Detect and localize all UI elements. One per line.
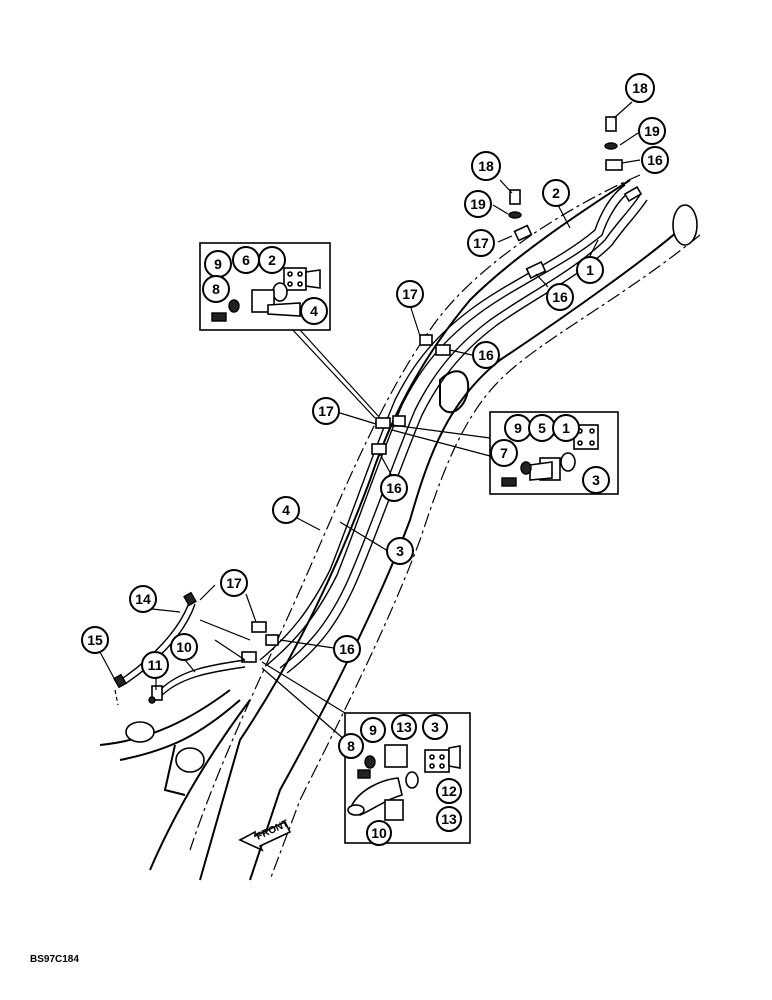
callout-2: 2	[258, 246, 286, 274]
svg-text:14: 14	[135, 591, 151, 607]
svg-text:4: 4	[310, 303, 318, 319]
callout-1: 1	[552, 414, 580, 442]
svg-text:13: 13	[441, 811, 457, 827]
svg-text:15: 15	[87, 632, 103, 648]
callout-17: 17	[220, 569, 248, 597]
svg-text:10: 10	[176, 639, 192, 655]
callout-4: 4	[300, 297, 328, 325]
lower-hoses	[113, 584, 251, 706]
callout-19: 19	[464, 190, 492, 218]
callout-8: 8	[338, 733, 364, 759]
callout-7: 7	[490, 439, 518, 467]
callout-2: 2	[542, 179, 570, 207]
svg-text:9: 9	[214, 256, 222, 272]
svg-text:8: 8	[212, 281, 220, 297]
svg-text:12: 12	[441, 783, 457, 799]
svg-text:1: 1	[586, 262, 594, 278]
callout-1: 1	[576, 256, 604, 284]
svg-text:16: 16	[552, 289, 568, 305]
svg-text:17: 17	[318, 403, 334, 419]
svg-text:5: 5	[538, 420, 546, 436]
svg-text:8: 8	[347, 738, 355, 754]
svg-text:18: 18	[478, 158, 494, 174]
svg-text:3: 3	[396, 543, 404, 559]
callout-16: 16	[380, 474, 408, 502]
callout-19: 19	[638, 117, 666, 145]
callout-13: 13	[391, 714, 417, 740]
svg-text:9: 9	[514, 420, 522, 436]
svg-text:2: 2	[268, 252, 276, 268]
svg-text:17: 17	[226, 575, 242, 591]
svg-text:16: 16	[339, 641, 355, 657]
svg-text:3: 3	[592, 472, 600, 488]
callout-3: 3	[582, 466, 610, 494]
callout-12: 12	[436, 778, 462, 804]
callout-10: 10	[366, 820, 392, 846]
callout-9: 9	[204, 250, 232, 278]
callout-16: 16	[546, 283, 574, 311]
callout-18: 18	[625, 73, 655, 103]
svg-text:11: 11	[148, 657, 163, 673]
callout-4: 4	[272, 496, 300, 524]
callout-16: 16	[641, 146, 669, 174]
callout-16: 16	[333, 635, 361, 663]
svg-text:1: 1	[562, 420, 570, 436]
callout-3: 3	[422, 714, 448, 740]
top-bolts	[508, 116, 618, 219]
svg-text:9: 9	[369, 722, 377, 738]
callout-9: 9	[504, 414, 532, 442]
tube-clamps	[241, 159, 643, 663]
svg-text:19: 19	[644, 123, 660, 139]
hydraulic-tubes	[259, 184, 648, 674]
callout-9: 9	[360, 717, 386, 743]
svg-text:16: 16	[386, 480, 402, 496]
svg-text:7: 7	[500, 445, 508, 461]
svg-text:18: 18	[632, 80, 648, 96]
boom-structure	[99, 174, 701, 881]
drawing-code: BS97C184	[30, 954, 79, 965]
callout-17: 17	[396, 280, 424, 308]
callout-14: 14	[129, 585, 157, 613]
svg-text:16: 16	[647, 152, 663, 168]
svg-text:13: 13	[396, 719, 412, 735]
svg-text:4: 4	[282, 502, 290, 518]
callout-17: 17	[312, 397, 340, 425]
callout-3: 3	[386, 537, 414, 565]
callout-6: 6	[232, 246, 260, 274]
callout-5: 5	[528, 414, 556, 442]
svg-text:2: 2	[552, 185, 560, 201]
svg-text:17: 17	[473, 235, 489, 251]
callout-8: 8	[202, 275, 230, 303]
callout-15: 15	[81, 626, 109, 654]
callout-17: 17	[467, 229, 495, 257]
callout-13: 13	[436, 806, 462, 832]
leader-lines	[99, 101, 641, 741]
svg-text:19: 19	[470, 196, 486, 212]
callout-10: 10	[170, 633, 198, 661]
callout-16: 16	[472, 341, 500, 369]
callout-18: 18	[471, 151, 501, 181]
svg-text:10: 10	[371, 825, 387, 841]
svg-text:16: 16	[478, 347, 494, 363]
callout-11: 11	[141, 651, 169, 679]
svg-text:17: 17	[402, 286, 418, 302]
svg-text:3: 3	[431, 719, 439, 735]
svg-text:6: 6	[242, 252, 250, 268]
